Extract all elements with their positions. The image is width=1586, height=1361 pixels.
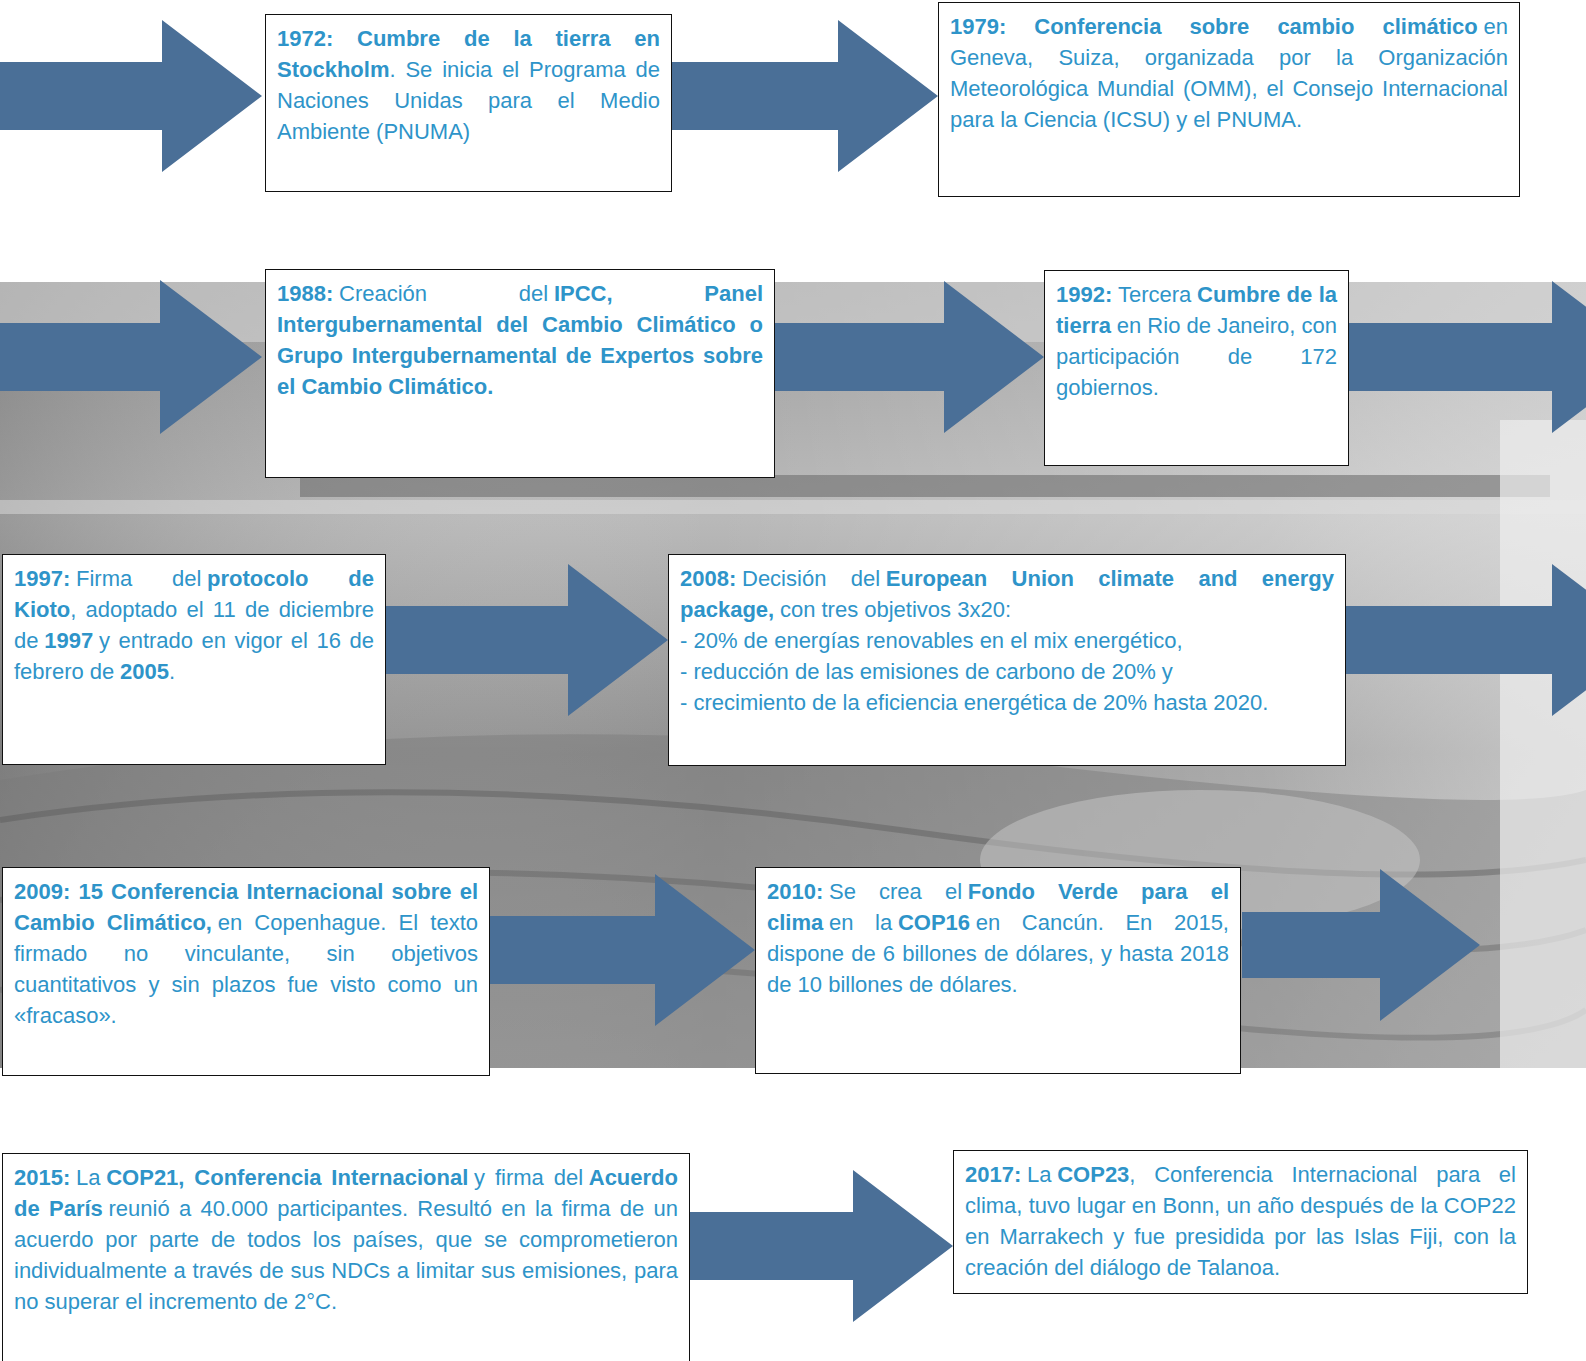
box-text: 1979: Conferencia sobre cambio climático… (950, 11, 1508, 135)
highlight-text: 1992: (1056, 282, 1112, 307)
highlight-text: COP16 (898, 910, 970, 935)
timeline-box: 1997:Firma delprotocolo de Kioto, adopta… (2, 554, 386, 765)
box-text: 2017:LaCOP23, Conferencia Internacional … (965, 1159, 1516, 1283)
body-text: Tercera (1118, 282, 1191, 307)
highlight-text: 2008: (680, 566, 736, 591)
body-text: Firma del (76, 566, 201, 591)
body-text: con tres objetivos 3x20: (780, 597, 1011, 622)
timeline-box: 1972: Cumbre de la tierra en Stockholm. … (265, 14, 672, 192)
highlight-text: 2015: (14, 1165, 70, 1190)
exit-arrow (1334, 564, 1586, 716)
flow-arrow (690, 1170, 953, 1322)
timeline-box: 2017:LaCOP23, Conferencia Internacional … (953, 1150, 1528, 1294)
box-text: 2008:Decisión delEuropean Union climate … (680, 563, 1334, 718)
body-text: Creación del (339, 281, 548, 306)
timeline-box: 2008:Decisión delEuropean Union climate … (668, 554, 1346, 766)
highlight-text: 1988: (277, 281, 333, 306)
exit-arrow (1242, 869, 1480, 1021)
highlight-text: 2005 (120, 659, 169, 684)
flow-arrow (775, 281, 1044, 433)
box-text: 2009: 15 Conferencia Internacional sobre… (14, 876, 478, 1031)
body-text: - reducción de las emisiones de carbono … (680, 656, 1334, 687)
timeline-box: 2009: 15 Conferencia Internacional sobre… (2, 867, 490, 1076)
highlight-text: 1997 (44, 628, 93, 653)
exit-arrow (1336, 281, 1586, 433)
highlight-text: 1979: Conferencia sobre cambio climático (950, 14, 1478, 39)
flow-arrow (386, 564, 668, 716)
timeline-box: 2015:LaCOP21, Conferencia Internacionaly… (2, 1153, 690, 1361)
highlight-text: 2017: (965, 1162, 1021, 1187)
body-text: La (1027, 1162, 1051, 1187)
body-text: y firma del (474, 1165, 583, 1190)
timeline-box: 1992:TerceraCumbre de la tierraen Rio de… (1044, 270, 1349, 466)
body-text: . (169, 659, 175, 684)
body-text: Se crea el (829, 879, 962, 904)
box-text: 2010:Se crea elFondo Verde para el clima… (767, 876, 1229, 1000)
box-text: 1997:Firma delprotocolo de Kioto, adopta… (14, 563, 374, 687)
flow-arrow (490, 874, 755, 1026)
timeline-box: 1979: Conferencia sobre cambio climático… (938, 2, 1520, 197)
body-text: - crecimiento de la eficiencia energétic… (680, 687, 1334, 718)
highlight-text: 2010: (767, 879, 823, 904)
entry-arrow (0, 280, 262, 434)
body-text: Decisión del (742, 566, 880, 591)
body-text: La (76, 1165, 100, 1190)
box-text: 1972: Cumbre de la tierra en Stockholm. … (277, 23, 660, 147)
highlight-text: COP21, Conferencia Internacional (106, 1165, 468, 1190)
box-text: 1992:TerceraCumbre de la tierraen Rio de… (1056, 279, 1337, 403)
body-text: - 20% de energías renovables en el mix e… (680, 625, 1334, 656)
flow-arrow (672, 20, 938, 172)
box-text: 1988:Creación delIPCC, Panel Intergubern… (277, 278, 763, 402)
entry-arrow (0, 20, 262, 172)
timeline-box: 2010:Se crea elFondo Verde para el clima… (755, 867, 1241, 1074)
highlight-text: 1997: (14, 566, 70, 591)
box-text: 2015:LaCOP21, Conferencia Internacionaly… (14, 1162, 678, 1317)
body-text: reunió a 40.000 participantes. Resultó e… (14, 1196, 678, 1314)
body-text: en la (829, 910, 892, 935)
timeline-box: 1988:Creación delIPCC, Panel Intergubern… (265, 269, 775, 478)
highlight-text: COP23 (1057, 1162, 1129, 1187)
